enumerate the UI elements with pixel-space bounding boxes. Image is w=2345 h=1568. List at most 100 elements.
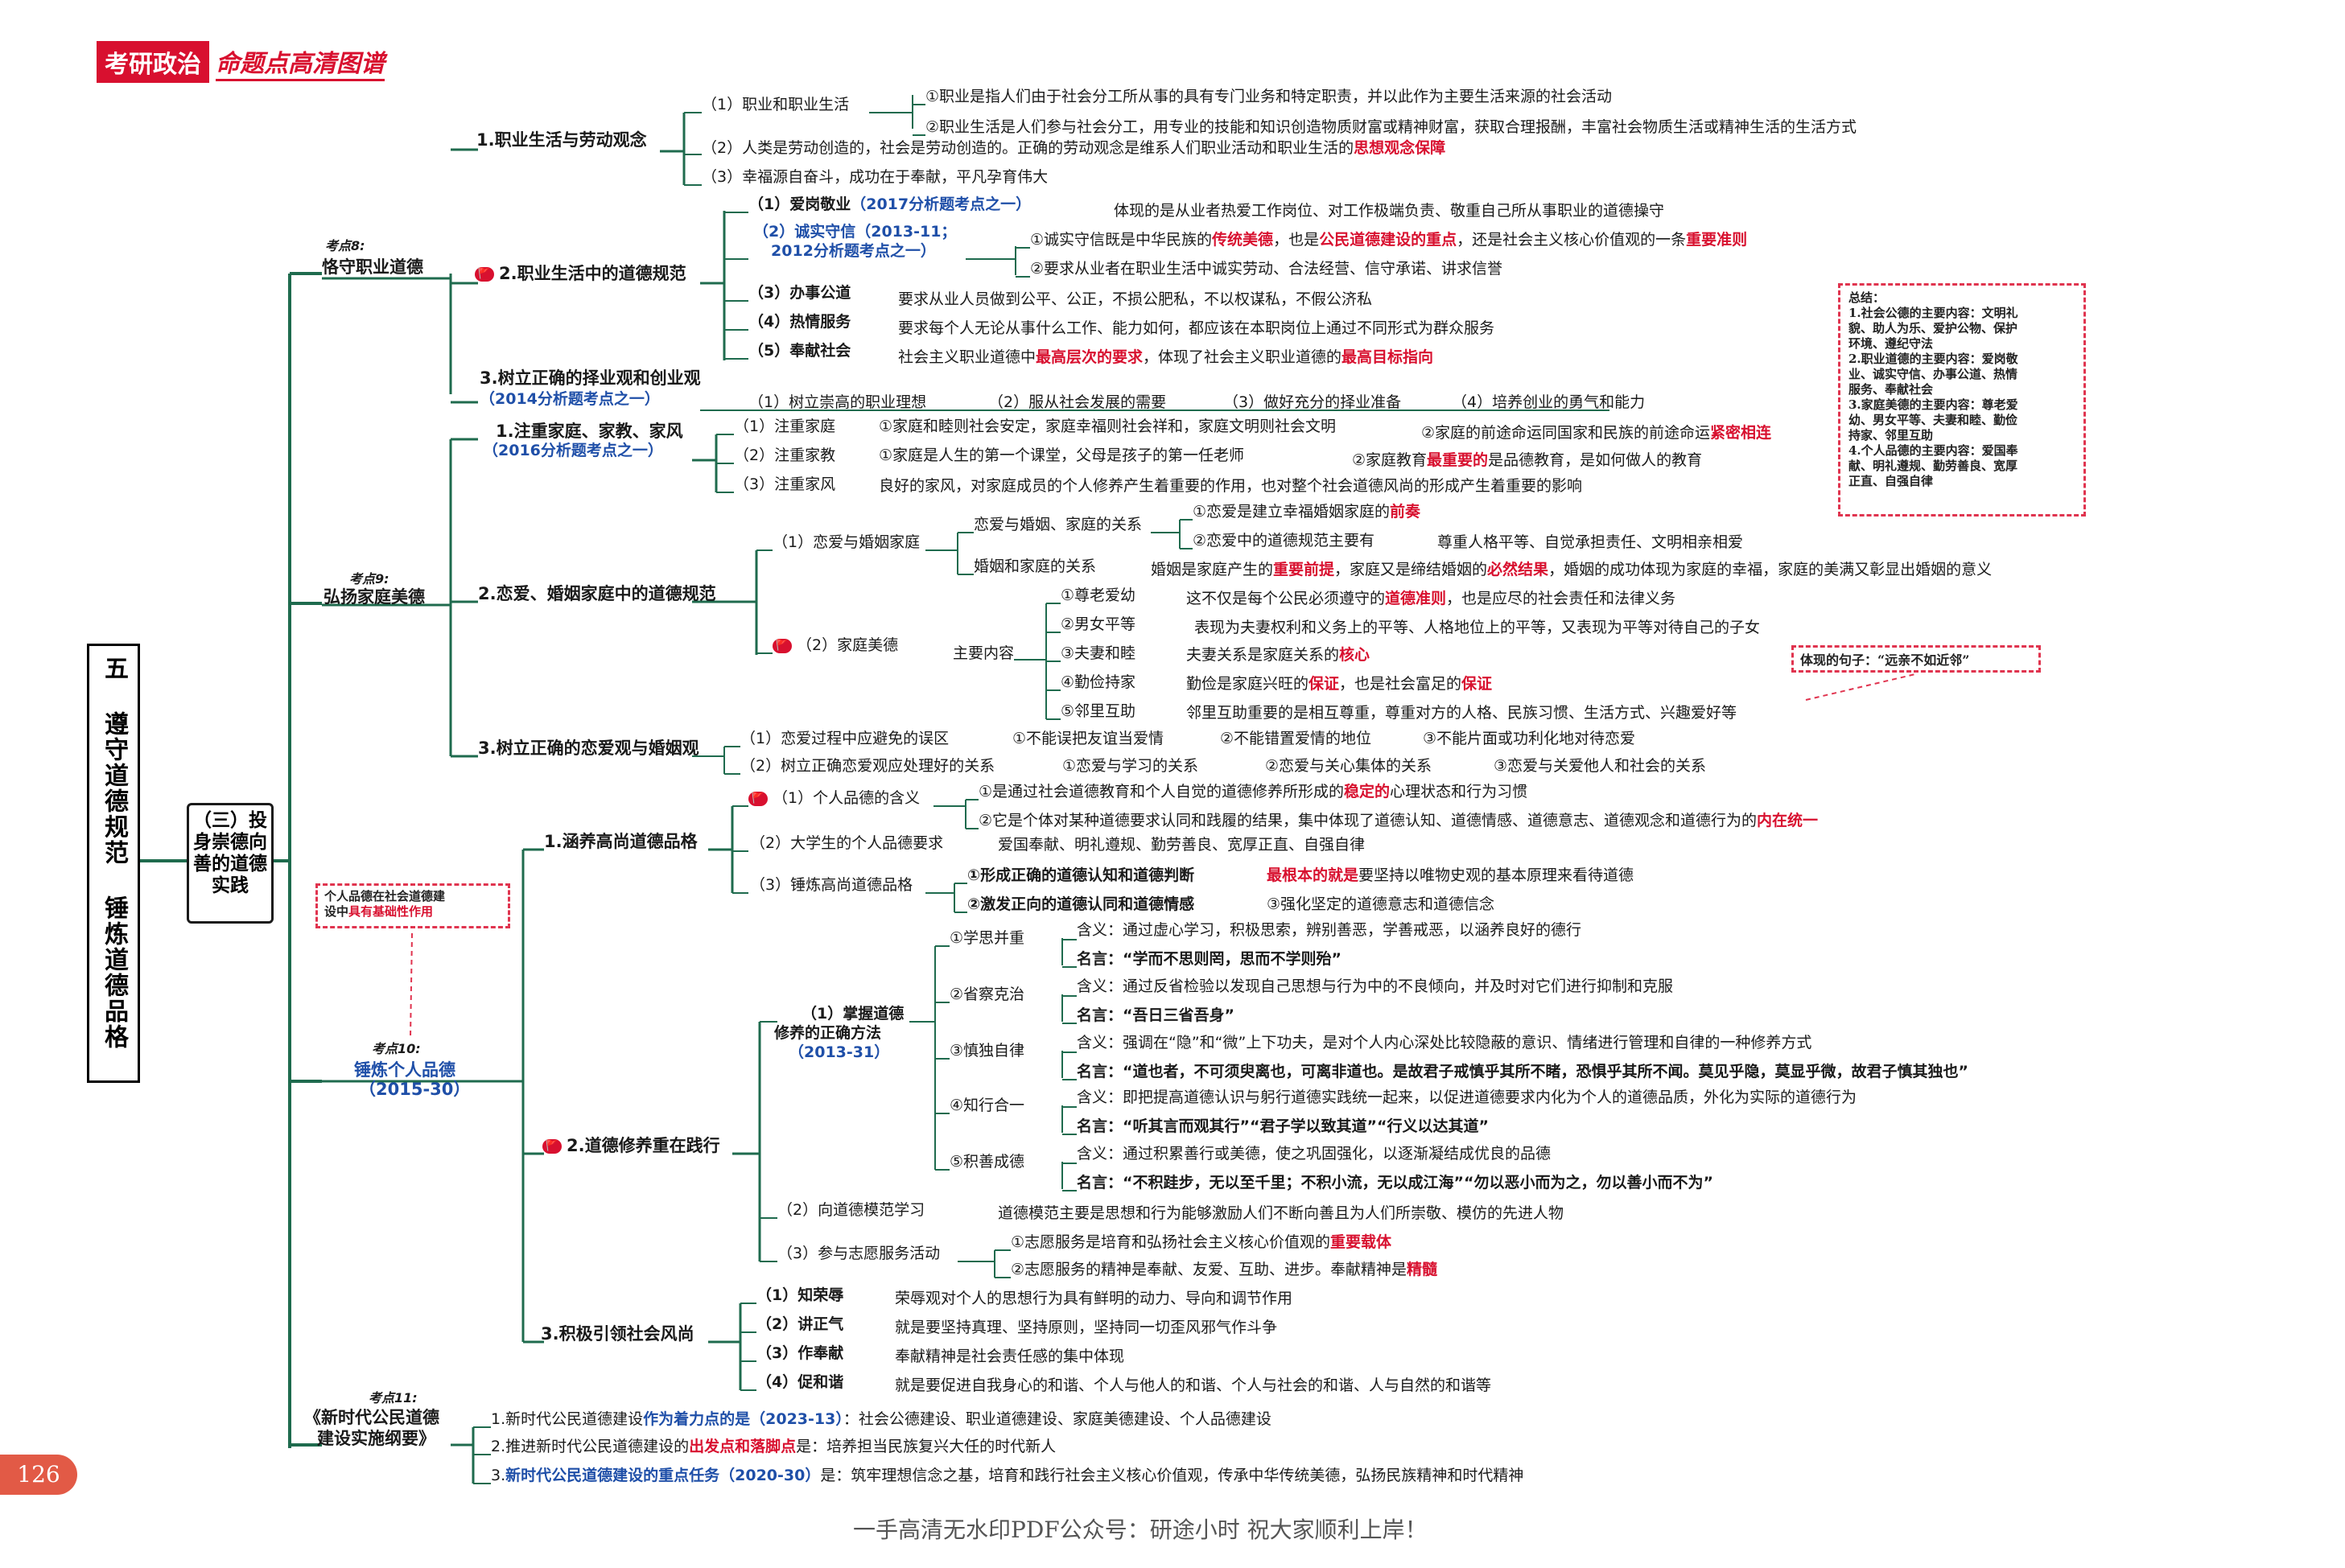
flag-icon: 🚩 [542,1139,562,1154]
section-title: （三）投身崇德向善的道德实践 [187,803,274,924]
k9-s1-a1: ①家庭和睦则社会安定，家庭幸福则社会祥和，家庭文明则社会文明 [879,418,1337,435]
k8-s1-i1a: ①职业是指人们由于社会分工所从事的具有专门业务和特定职责，并以此作为主要生活来源… [925,88,1613,105]
k9-s3-title: 3.树立正确的恋爱观与婚姻观 [478,739,699,758]
k10-s2-m1-h: 含义：通过虚心学习，积极思索，辨别善恶，学善戒恶，以涵养良好的德行 [1077,921,1582,939]
k8-s1-title: 1.职业生活与劳动观念 [476,130,647,150]
summary-line: 3.家庭美德的主要内容：尊老爱 [1848,397,2018,412]
k10-s2-m3-q: 名言：“道也者，不可须臾离也，可离非道也。是故君子戒慎乎其所不睹，恐惧乎其所不闻… [1077,1063,1968,1080]
k10-s2-m2: ②省察克治 [950,986,1025,1003]
k8-s2-r2-l1: （2）诚实守信（2013-11； [753,223,957,241]
summary-line: 正直、自强自律 [1848,474,1934,488]
k10-s3-d-text: 就是要促进自我身心的和谐、个人与他人的和谐、个人与社会的和谐、人与自然的和谐等 [895,1377,1492,1394]
k9-s3-b2: ②恋爱与关心集体的关系 [1265,757,1432,775]
k8-s1-i2: （2）人类是劳动创造的，社会是劳动创造的。正确的劳动观念是维系人们职业活动和职业… [702,139,1446,157]
watermark: 一手高清无水印PDF公众号：研途小时 祝大家顺利上岸！ [853,1517,1428,1543]
page-number: 126 [0,1455,77,1495]
k8-s2-r4-text: 要求每个人无论从事什么工作、能力如何，都应该在本职岗位上通过不同形式为群众服务 [898,319,1495,337]
summary-line: 服务、奉献社会 [1848,382,1934,397]
k10-s1-b-text: 爱国奉献、明礼遵规、勤劳善良、宽厚正直、自强自律 [998,836,1366,854]
k10-s3-c-text: 奉献精神是社会责任感的集中体现 [895,1348,1125,1365]
k10-s3-a: （1）知荣辱 [756,1286,844,1304]
k8-s2-r4: （4）热情服务 [748,313,851,331]
k10-s2-a-l2: 修养的正确方法 [774,1024,882,1042]
note-pointer [1805,673,1916,701]
k9-s3-a1: ①不能误把友谊当爱情 [1012,730,1164,747]
k8-s2-title: 🚩2.职业生活中的道德规范 [475,264,686,283]
k8-s3-kp: （2014分析题考点之一） [480,390,660,408]
summary-line: 环境、遵纪守法 [1848,336,1934,351]
k11-title-1: 《新时代公民道德 [304,1408,439,1427]
k9-s2-l1a2-text: 尊重人格平等、自觉承担责任、文明相亲相爱 [1437,533,1744,551]
k10-s2-c: （3）参与志愿服务活动 [777,1245,941,1262]
k9-s3-a3: ③不能片面或功利化地对待恋爱 [1423,730,1636,747]
k10-s1-a: 🚩（1）个人品德的含义 [748,788,920,808]
k9-s2-m2: ②男女平等 [1061,615,1136,633]
k8-s1-i1: （1）职业和职业生活 [702,96,850,113]
k10-label: 考点10: [372,1041,421,1056]
k9-s2-l1a: 恋爱与婚姻、家庭的关系 [974,516,1143,533]
summary-line: 2.职业道德的主要内容：爱岗敬 [1848,352,2018,366]
k10-s3-b: （2）讲正气 [756,1315,844,1333]
k10-s1-c3: ③强化坚定的道德意志和道德信念 [1267,895,1495,913]
flag-icon: 🚩 [475,267,494,282]
k8-s2-r3: （3）办事公道 [748,284,851,302]
k9-s1-c-text: 良好的家风，对家庭成员的个人修养产生着重要的作用，也对整个社会道德风尚的形成产生… [879,477,1583,495]
k9-s3-b1: ①恋爱与学习的关系 [1062,757,1199,775]
k8-s2-r2b: ②要求从业者在职业生活中诚实劳动、合法经营、信守承诺、讲求信誉 [1030,260,1503,278]
k8-s2-r1: （1）爱岗敬业（2017分析题考点之一） [748,195,1032,213]
k8-s3-title: 3.树立正确的择业观和创业观 [480,368,701,388]
k10-s1-c2: ②激发正向的道德认同和道德情感 [967,895,1195,913]
k9-label: 考点9: [349,571,389,586]
k9-s1-b1: ①家庭是人生的第一个课堂，父母是孩子的第一任老师 [879,447,1245,464]
k11-label: 考点11: [369,1390,418,1405]
k9-s2-m2-text: 表现为夫妻权利和义务上的平等、人格地位上的平等，又表现为平等对待自己的子女 [1194,619,1761,636]
k9-s3-b: （2）树立正确恋爱观应处理好的关系 [740,757,995,775]
k10-s2-b-text: 道德模范主要是思想和行为能够激励人们不断向善且为人们所崇敬、模仿的先进人物 [998,1204,1564,1222]
summary-line: 1.社会公德的主要内容：文明礼 [1848,306,2018,320]
summary-line: 总结： [1848,290,1885,305]
summary-line: 业、诚实守信、办事公道、热情 [1848,367,2018,381]
k10-title: 锤炼个人品德 [354,1060,455,1080]
k9-s2-m4: ④勤俭持家 [1061,673,1136,691]
summary-line: 幼、男女平等、夫妻和睦、勤俭 [1848,413,2018,427]
note-personal-virtue: 个人品德在社会道德建 设中具有基础性作用 [315,883,510,928]
k10-s1-c1: ①形成正确的道德认知和道德判断 [967,866,1195,884]
k10-s1-b: （2）大学生的个人品德要求 [750,834,944,852]
k8-s1-i1b: ②职业生活是人们参与社会分工，用专业的技能和知识创造物质财富或精神财富，获取合理… [925,118,1857,136]
k10-s2-c2: ②志愿服务的精神是奉献、友爱、互助、进步。奉献精神是精髓 [1011,1261,1438,1278]
note-ties: 体现的句子：“远亲不如近邻” [1791,645,2041,673]
chapter-title: 五 遵守道德规范 锤炼道德品格 [87,644,140,1083]
k8-s3-b: （2）服从社会发展的需要 [988,393,1167,411]
k8-label: 考点8: [325,238,365,253]
k10-s2-a-l1: （1）掌握道德 [802,1005,905,1023]
summary-line: 献、明礼遵规、勤劳善良、宽厚 [1848,459,2018,473]
k9-s1-b: （2）注重家教 [734,447,836,464]
k9-s2-l1a1: ①恋爱是建立幸福婚姻家庭的前奏 [1193,503,1421,521]
brand-label: 考研政治 [97,41,209,83]
k9-title: 弘扬家庭美德 [324,587,425,607]
flag-icon: 🚩 [773,638,792,653]
k9-s3-b3: ③恋爱与关爱他人和社会的关系 [1494,757,1707,775]
k10-s2-m4-q: 名言：“听其言而观其行”“君子学以致其道”“行义以达其道” [1077,1117,1489,1135]
k10-s2-a-kp: （2013-31） [789,1043,890,1061]
k9-s2-l1: （1）恋爱与婚姻家庭 [773,533,921,551]
k10-s2-m5: ⑤积善成德 [950,1153,1025,1171]
k9-s3-a: （1）恋爱过程中应避免的误区 [740,730,950,747]
k9-s1-b2: ②家庭教育最重要的是品德教育，是如何做人的教育 [1352,451,1703,469]
k9-s2-m5-text: 邻里互助重要的是相互尊重，尊重对方的人格、民族习惯、生活方式、兴趣爱好等 [1186,704,1737,722]
k9-s1-a2: ②家庭的前途命运同国家和民族的前途命运紧密相连 [1421,424,1772,442]
k9-s2-l1b: 婚姻和家庭的关系 [974,558,1097,575]
k9-s2-m3-text: 夫妻关系是家庭关系的核心 [1186,646,1370,664]
brand-subtitle: 命题点高清图谱 [216,43,385,81]
k8-s2-r5: （5）奉献社会 [748,342,851,360]
k10-s3-a-text: 荣辱观对个人的思想行为具有鲜明的动力、导向和调节作用 [895,1290,1293,1307]
summary-line: 貌、助人为乐、爱护公物、保护 [1848,321,2018,335]
k10-kp: （2015-30） [359,1080,471,1099]
k10-s2-m5-h: 含义：通过积累善行或美德，使之巩固强化，以逐渐凝结成优良的品德 [1077,1145,1552,1163]
k10-s2-m3: ③慎独自律 [950,1042,1025,1060]
k10-s3-b-text: 就是要坚持真理、坚持原则，坚持同一切歪风邪气作斗争 [895,1319,1278,1336]
k11-line-2: 2.推进新时代公民道德建设的出发点和落脚点是：培养担当民族复兴大任的时代新人 [491,1438,1057,1455]
k8-s3-a: （1）树立崇高的职业理想 [748,393,927,411]
k9-s2-m5: ⑤邻里互助 [1061,702,1136,720]
